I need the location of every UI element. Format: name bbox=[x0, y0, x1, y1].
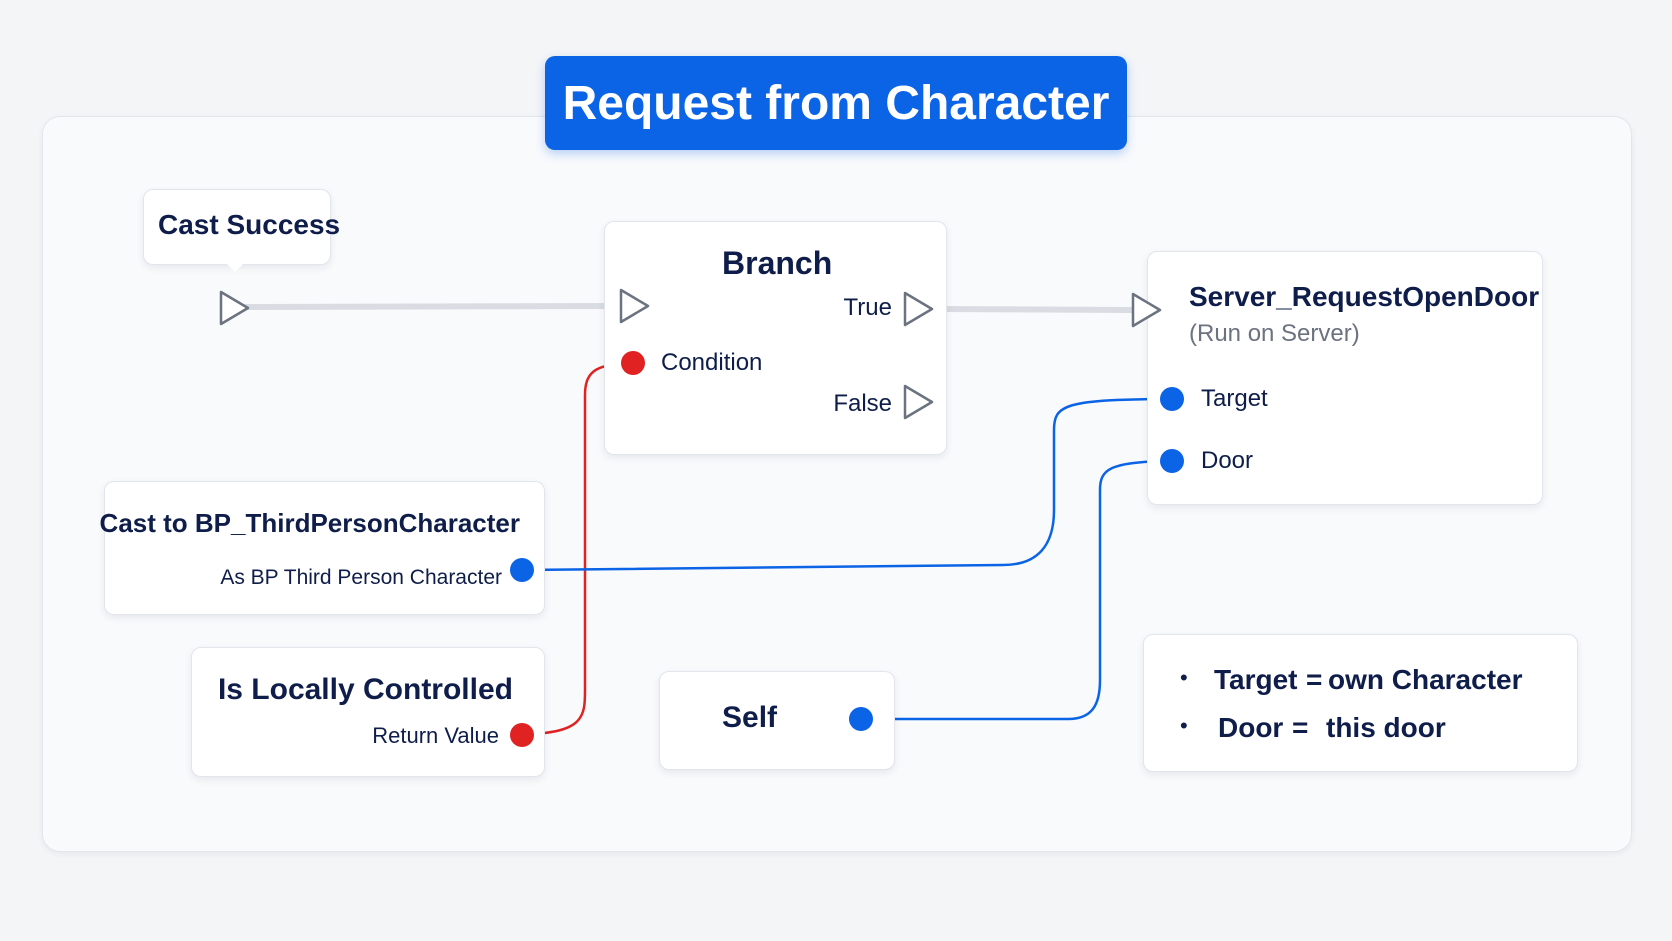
branch-condition-label: Condition bbox=[661, 349, 763, 376]
note-bullet: • bbox=[1180, 665, 1188, 690]
note-door-value: this door bbox=[1326, 712, 1446, 743]
server-request-door-pin[interactable] bbox=[1160, 449, 1184, 473]
is-locally-controlled-output-label: Return Value bbox=[372, 723, 499, 748]
cast-to-output-pin[interactable] bbox=[510, 558, 534, 582]
cast-to-output-label: As BP Third Person Character bbox=[220, 566, 502, 589]
cast-success-node[interactable] bbox=[143, 189, 331, 265]
is-locally-controlled-return-pin[interactable] bbox=[510, 723, 534, 747]
note-door-eq: = bbox=[1292, 712, 1309, 743]
page-title: Request from Character bbox=[545, 56, 1127, 150]
server-request-target-label: Target bbox=[1201, 385, 1268, 412]
is-locally-controlled-title: Is Locally Controlled bbox=[217, 673, 513, 706]
server-request-title: Server_RequestOpenDoor bbox=[1189, 281, 1540, 312]
branch-title: Branch bbox=[722, 245, 833, 281]
cast-success-pointer bbox=[224, 261, 246, 272]
branch-exec-in-pin[interactable] bbox=[618, 287, 652, 325]
server-request-subtitle: (Run on Server) bbox=[1189, 320, 1360, 347]
server-request-door-label: Door bbox=[1201, 447, 1254, 474]
branch-condition-pin[interactable] bbox=[621, 351, 645, 375]
branch-true-exec-out-pin[interactable] bbox=[902, 290, 936, 328]
branch-false-label: False bbox=[833, 390, 892, 417]
self-output-pin[interactable] bbox=[849, 707, 873, 731]
server-request-exec-in-pin[interactable] bbox=[1130, 291, 1164, 329]
server-request-open-door-node[interactable] bbox=[1147, 251, 1543, 505]
note-target-value: own Character bbox=[1328, 664, 1523, 695]
is-locally-controlled-node[interactable] bbox=[191, 647, 545, 777]
cast-success-exec-out-pin[interactable] bbox=[218, 289, 252, 327]
note-door-key: Door bbox=[1218, 712, 1284, 743]
server-request-target-pin[interactable] bbox=[1160, 387, 1184, 411]
cast-to-title: Cast to BP_ThirdPersonCharacter bbox=[99, 508, 520, 538]
note-target-key: Target bbox=[1214, 664, 1298, 695]
cast-success-label: Cast Success bbox=[158, 209, 341, 240]
notes-box bbox=[1143, 634, 1578, 772]
branch-false-exec-out-pin[interactable] bbox=[902, 383, 936, 421]
branch-true-label: True bbox=[843, 294, 892, 321]
note-bullet: • bbox=[1180, 713, 1188, 738]
note-target-eq: = bbox=[1306, 664, 1323, 695]
self-label: Self bbox=[722, 701, 778, 734]
cast-to-character-node[interactable] bbox=[104, 481, 545, 615]
